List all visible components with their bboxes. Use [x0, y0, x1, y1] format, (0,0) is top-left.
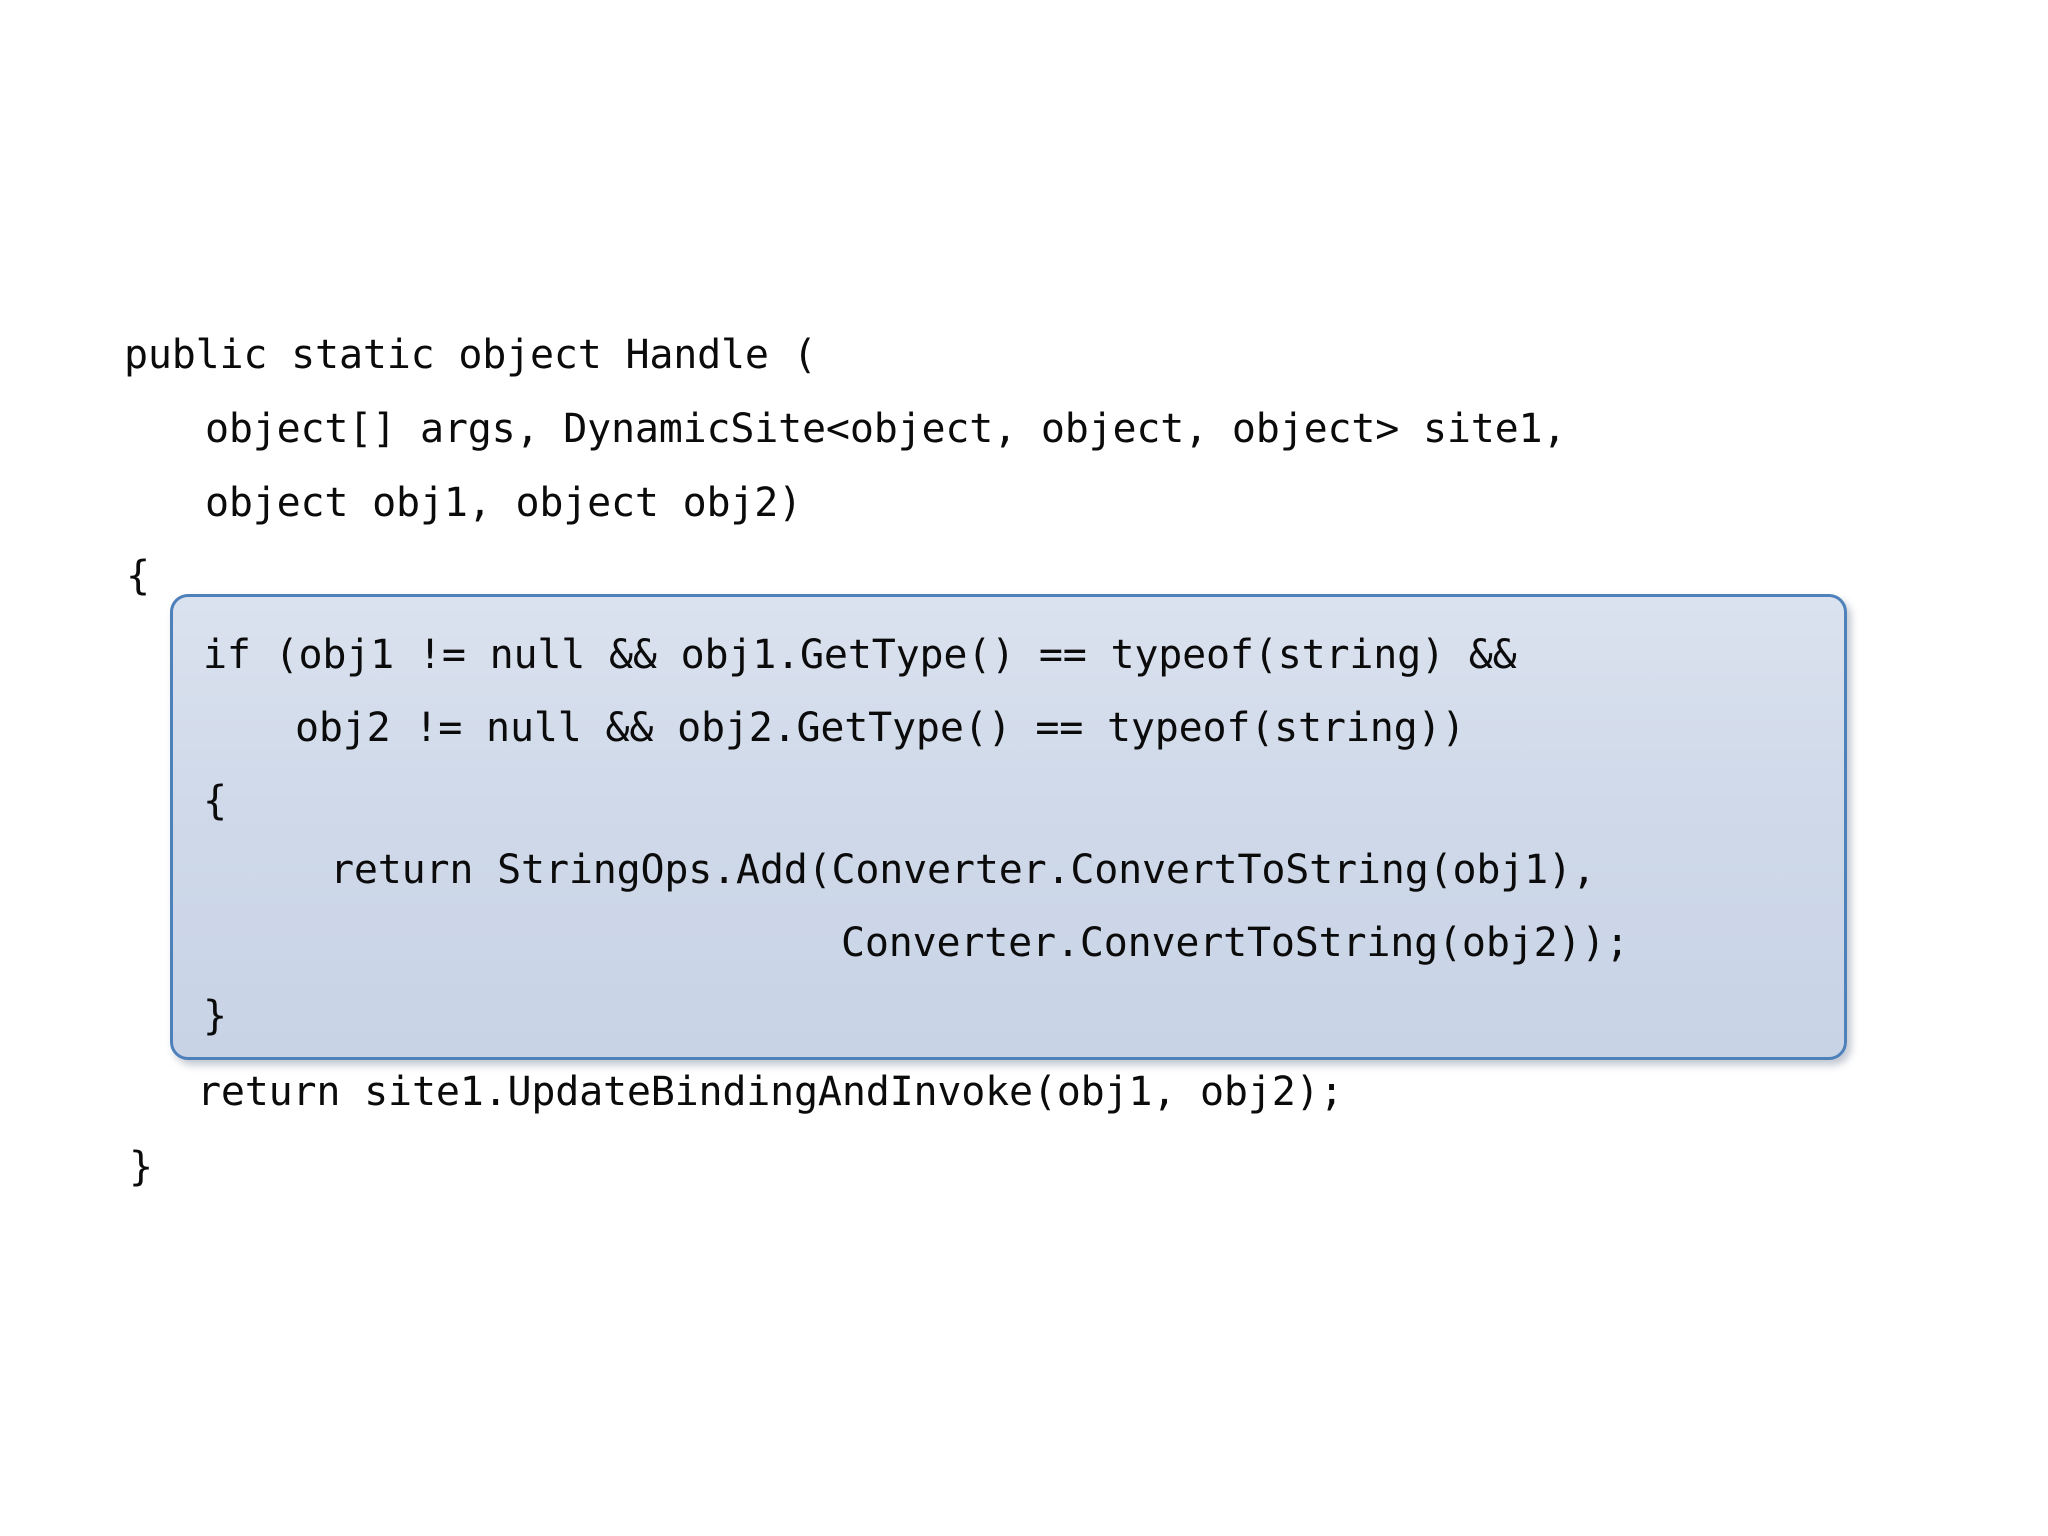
code-line: { — [126, 553, 150, 599]
code-line: public static object Handle ( — [124, 332, 817, 378]
code-line: return site1.UpdateBindingAndInvoke(obj1… — [197, 1069, 1344, 1115]
code-highlight-box — [170, 594, 1847, 1060]
code-line: obj2 != null && obj2.GetType() == typeof… — [295, 705, 1466, 751]
code-line: } — [203, 993, 227, 1039]
code-line: Converter.ConvertToString(obj2)); — [841, 920, 1630, 966]
code-line: } — [129, 1144, 153, 1190]
code-line: return StringOps.Add(Converter.ConvertTo… — [330, 847, 1596, 893]
code-line: if (obj1 != null && obj1.GetType() == ty… — [203, 632, 1517, 678]
code-line: object obj1, object obj2) — [205, 480, 803, 526]
code-line: { — [203, 778, 227, 824]
code-line: object[] args, DynamicSite<object, objec… — [205, 406, 1567, 452]
